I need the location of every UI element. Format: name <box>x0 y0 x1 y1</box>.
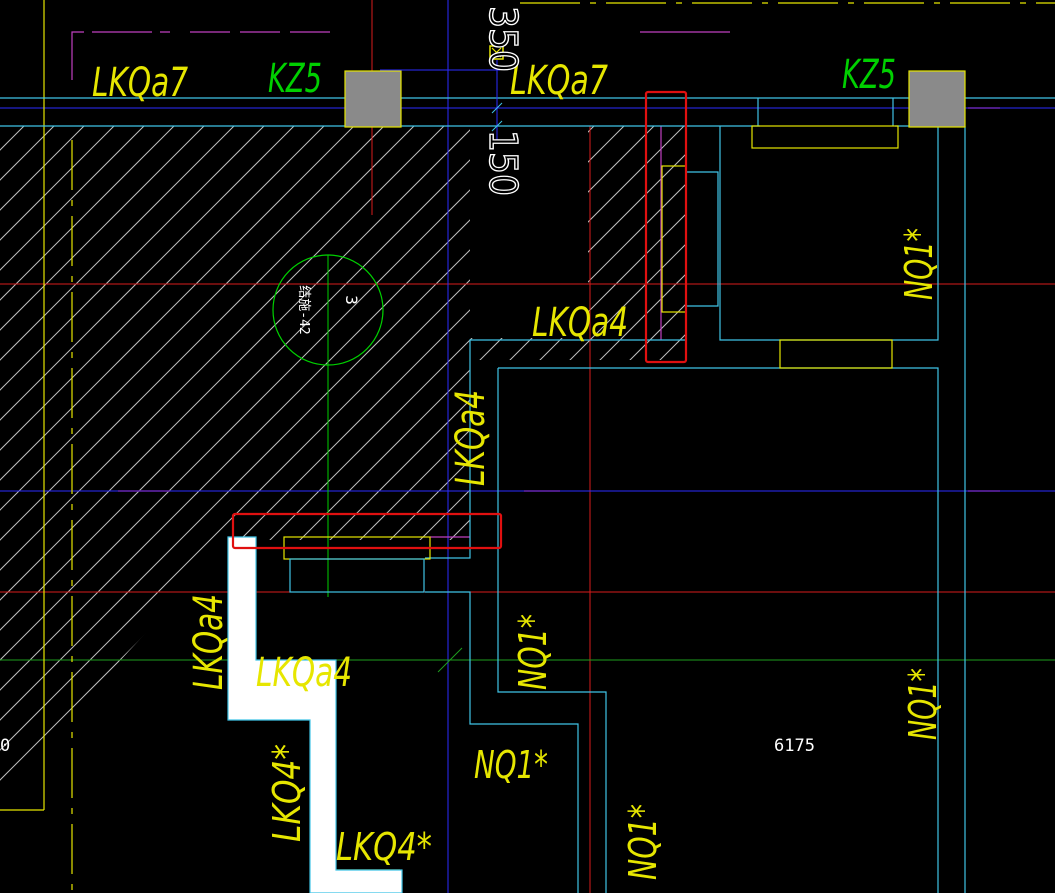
label-kz5-left: KZ5 <box>268 56 322 102</box>
hatch-line <box>0 126 481 790</box>
hatch-line <box>209 126 686 790</box>
detail-sheet: 结施-42 <box>296 285 311 334</box>
hatch-line <box>0 126 61 790</box>
opening-top-right <box>751 125 899 149</box>
magenta-top-left <box>71 31 170 80</box>
hatch-line <box>0 126 451 790</box>
hatch-line <box>0 126 686 790</box>
hatch-line <box>269 126 686 790</box>
hatch-line <box>299 126 686 790</box>
hatch-line <box>0 126 511 790</box>
hatch-line <box>930 0 1055 893</box>
hatch-line <box>629 126 686 790</box>
dim-tick-1 <box>491 102 503 114</box>
hatch-line <box>0 126 361 790</box>
hatch-line <box>0 126 686 790</box>
label-nq1-middle: NQ1* <box>511 614 555 690</box>
label-lkqa4-vertical: LKQa4 <box>448 390 494 486</box>
hatch-line <box>0 126 571 790</box>
yellow-outlines <box>283 125 899 871</box>
label-nq1-center: NQ1* <box>474 743 548 787</box>
label-nq1-right-lower: NQ1* <box>901 668 945 740</box>
window-frame-right <box>686 171 719 307</box>
label-nq1-bottom: NQ1* <box>621 804 665 880</box>
hatch-line <box>960 0 1055 893</box>
hatch-line <box>239 126 686 790</box>
detail-number: 3 <box>342 295 361 305</box>
detail-callout-icon[interactable]: 3 结施-42 <box>272 254 384 366</box>
hatch-line <box>1050 0 1055 893</box>
hatch-line <box>0 126 391 790</box>
opening-right-middle <box>779 339 893 369</box>
hatch-line <box>0 126 541 790</box>
hatch-line <box>479 126 686 790</box>
wall-inner-room <box>498 367 939 893</box>
hatch-line <box>0 126 151 790</box>
highlight-box-lower[interactable] <box>231 512 503 550</box>
columns <box>344 70 966 128</box>
hatch-line <box>990 0 1055 893</box>
label-lkq4-bottom: LKQ4* <box>336 825 432 869</box>
hatch-line <box>840 0 1055 893</box>
hatch-line <box>0 126 601 790</box>
hatch-line <box>569 126 686 790</box>
hatch-line <box>0 126 686 790</box>
axis-green-dash <box>437 647 463 673</box>
hatch-line <box>0 126 181 790</box>
label-lkqa7-left: LKQa7 <box>92 60 188 106</box>
label-dim-6175: 6175 <box>774 736 815 756</box>
hatch-line <box>0 126 241 790</box>
text-labels: LKQa7 LKQa7 KZ5 KZ5 350 150 LKQa4 LKQa4 … <box>0 5 945 880</box>
column-kz5-left <box>344 70 402 128</box>
label-dim-left-partial: 0 <box>0 736 10 756</box>
highlight-boxes <box>231 90 688 550</box>
hatch-line <box>0 126 271 790</box>
label-dim-350: 350 <box>481 6 525 72</box>
label-lkqa7-right: LKQa7 <box>510 58 608 104</box>
wall-inner-left <box>497 368 607 893</box>
hatch-line <box>509 126 686 790</box>
hatch-line <box>599 126 686 790</box>
hatch-line <box>0 126 686 790</box>
hatch-line <box>329 126 686 790</box>
hatch-line <box>0 126 421 790</box>
hatch-line <box>780 0 1055 893</box>
label-kz5-right: KZ5 <box>842 52 896 98</box>
hatch-line <box>119 126 686 790</box>
square-x-icon[interactable] <box>489 45 504 60</box>
hatch-line <box>720 0 1055 893</box>
hatch-line <box>690 0 1055 893</box>
hatch-line <box>1020 0 1055 893</box>
hatch-line <box>0 126 301 790</box>
highlight-box-upper[interactable] <box>644 90 688 364</box>
label-nq1-right-upper: NQ1* <box>897 228 941 300</box>
hatch-line <box>0 126 331 790</box>
wall-step-lower <box>425 591 579 893</box>
hatch-line <box>539 126 686 790</box>
label-lkqa4-upper: LKQa4 <box>532 300 628 346</box>
slab-white-strip <box>227 536 403 893</box>
hatch-line <box>900 0 1055 893</box>
opening-bottom-cyan <box>289 558 425 593</box>
hatch-line <box>0 126 686 790</box>
label-lkqa4-middle: LKQa4 <box>256 650 352 696</box>
hatch-line <box>0 126 686 790</box>
hatch-line <box>810 0 1055 893</box>
label-dim-150: 150 <box>481 130 525 196</box>
hatch-line <box>659 126 686 790</box>
hatch-line <box>0 126 211 790</box>
column-kz5-right <box>908 70 966 128</box>
label-lkq4-vertical: LKQ4* <box>265 744 309 842</box>
dim-tick-2 <box>491 120 503 132</box>
hatch-line <box>750 0 1055 893</box>
label-lkqa4-left-vertical: LKQa4 <box>186 594 232 690</box>
hatch-line <box>0 126 31 790</box>
hatch-line <box>0 126 121 790</box>
hatch-line <box>0 126 686 790</box>
dimension-vertical <box>380 60 503 140</box>
magenta-lines <box>71 31 730 538</box>
